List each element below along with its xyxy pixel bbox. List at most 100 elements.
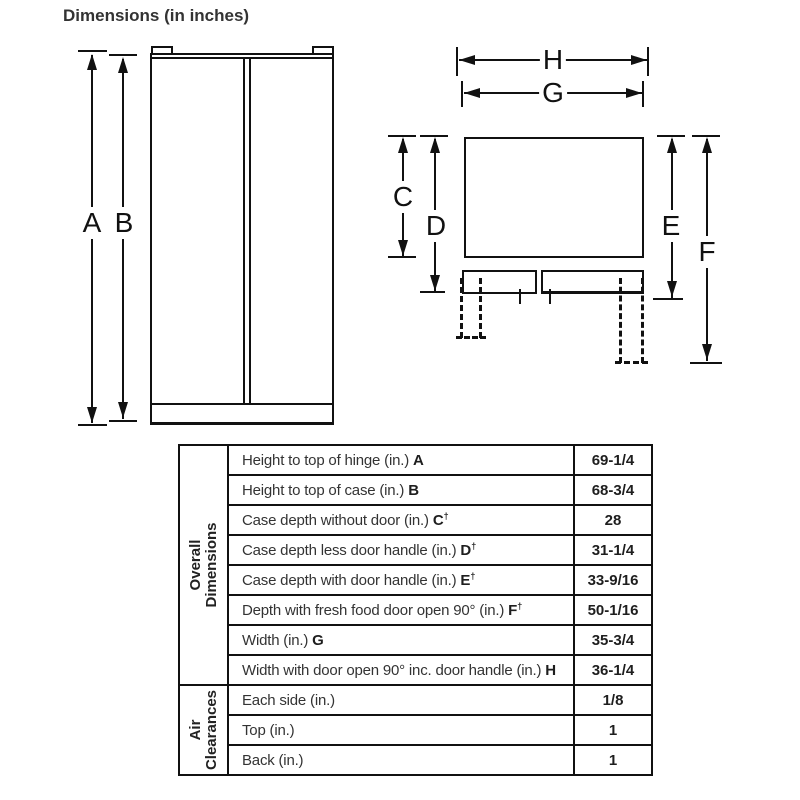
value-cell: 50-1/16 [573,594,653,626]
dimension-label-cell: Height to top of hinge (in.)A [227,444,575,476]
dim-e-top-tick [657,135,685,137]
dim-a-bottom-tick [78,424,107,426]
open-door-dashed-line [615,361,648,364]
arrowhead-right [626,88,642,98]
value-cell: 31-1/4 [573,534,653,566]
arrowhead-down [702,344,712,360]
table-row: Case depth with door handle (in.)E† 33-9… [179,564,653,596]
arrowhead-down [87,407,97,423]
dim-h-right-tick [647,47,649,76]
table-row: Width with door open 90° inc. door handl… [179,654,653,686]
open-door-dashed-line [460,278,463,338]
dimension-letter: C [432,512,444,529]
dimension-label: Each side (in.) [242,692,335,709]
dimension-label: Case depth without door (in.) [242,512,429,529]
open-door-dashed-line [456,336,486,339]
dim-a-top-tick [78,50,107,52]
arrowhead-up [702,137,712,153]
table-row: Air Clearances Each side (in.) 1/8 [178,684,653,776]
dimension-label: Depth with fresh food door open 90° (in.… [242,602,505,619]
arrowhead-up [118,57,128,73]
table-row: Back (in.) 1 [179,744,653,776]
dimension-label: Height to top of hinge (in.) [242,452,410,469]
arrowhead-down [118,402,128,418]
dimension-label-cell: Back (in.) [227,744,575,776]
fridge-case-front [150,53,334,425]
freezer-door-top-view [462,270,537,294]
value-cell: 28 [573,504,653,536]
dimensions-table: Overall Dimensions Height to top of hing… [178,444,653,776]
dimension-label-cell: Case depth without door (in.)C† [227,504,575,536]
dagger-mark: † [443,511,449,521]
dim-label-b: B [111,207,137,239]
dim-b-bottom-tick [109,420,137,422]
dimension-label: Width (in.) [242,632,309,649]
dim-f-top-tick [692,135,720,137]
dim-label-h: H [539,44,567,76]
dim-d-top-tick [420,135,448,137]
dim-label-d: D [422,210,450,242]
table-row: Overall Dimensions Height to top of hing… [178,444,653,686]
value-cell: 68-3/4 [573,474,653,506]
value-cell: 1/8 [573,684,653,716]
dimension-label: Back (in.) [242,752,304,769]
dim-a-line [91,55,93,423]
arrowhead-down [398,240,408,256]
dim-label-g: G [539,77,567,109]
dagger-mark: † [470,571,476,581]
table-row: Case depth without door (in.)C† 28 [179,504,653,536]
dimension-label-cell: Width (in.)G [227,624,575,656]
dimension-label-cell: Each side (in.) [227,684,575,716]
kick-plate-line [152,403,332,405]
dimension-label: Case depth less door handle (in.) [242,542,457,559]
section-label-air-clearances: Air Clearances [186,689,220,771]
dimension-label: Height to top of case (in.) [242,482,405,499]
dim-c-bottom-tick [388,256,416,258]
table-row: Depth with fresh food door open 90° (in.… [179,594,653,626]
dim-d-bottom-tick [420,291,445,293]
value-cell: 1 [573,714,653,746]
right-hinge [312,46,334,55]
dimension-label-cell: Top (in.) [227,714,575,746]
table-row: Height to top of case (in.)B 68-3/4 [179,474,653,506]
arrowhead-left [459,55,475,65]
arrowhead-left [464,88,480,98]
dimension-label: Top (in.) [242,722,295,739]
dimension-label-cell: Width with door open 90° inc. door handl… [227,654,575,686]
dimension-letter: F [508,602,518,619]
section-label-cell-overall: Overall Dimensions [178,444,229,686]
dim-g-left-tick [461,81,463,107]
value-cell: 1 [573,744,653,776]
left-hinge [151,46,173,55]
value-cell: 69-1/4 [573,444,653,476]
dimension-label-cell: Height to top of case (in.)B [227,474,575,506]
dim-label-e: E [658,210,684,242]
value-cell: 35-3/4 [573,624,653,656]
fresh-food-door-top-view [541,270,644,294]
value-cell: 33-9/16 [573,564,653,596]
arrowhead-up [87,54,97,70]
table-row: Case depth less door handle (in.)D† 31-1… [179,534,653,566]
dimension-label: Case depth with door handle (in.) [242,572,457,589]
dimension-letter: H [545,662,557,679]
dim-b-line [122,59,124,419]
dim-label-c: C [389,181,417,213]
dimension-letter: B [408,482,420,499]
dimension-letter: D [460,542,472,559]
arrowhead-up [667,137,677,153]
dim-g-right-tick [642,81,644,107]
dim-h-left-tick [456,47,458,76]
value-cell: 36-1/4 [573,654,653,686]
door-divider-right [249,57,251,404]
arrowhead-down [667,281,677,297]
dim-c-top-tick [388,135,416,137]
dimension-label-cell: Depth with fresh food door open 90° (in.… [227,594,575,626]
table-row: Width (in.)G 35-3/4 [179,624,653,656]
section-label-cell-air: Air Clearances [178,684,229,776]
dimension-label-cell: Case depth less door handle (in.)D† [227,534,575,566]
dim-b-top-tick [109,54,137,56]
right-door-handle [549,289,551,304]
dimension-label: Width with door open 90° inc. door handl… [242,662,542,679]
arrowhead-up [398,137,408,153]
